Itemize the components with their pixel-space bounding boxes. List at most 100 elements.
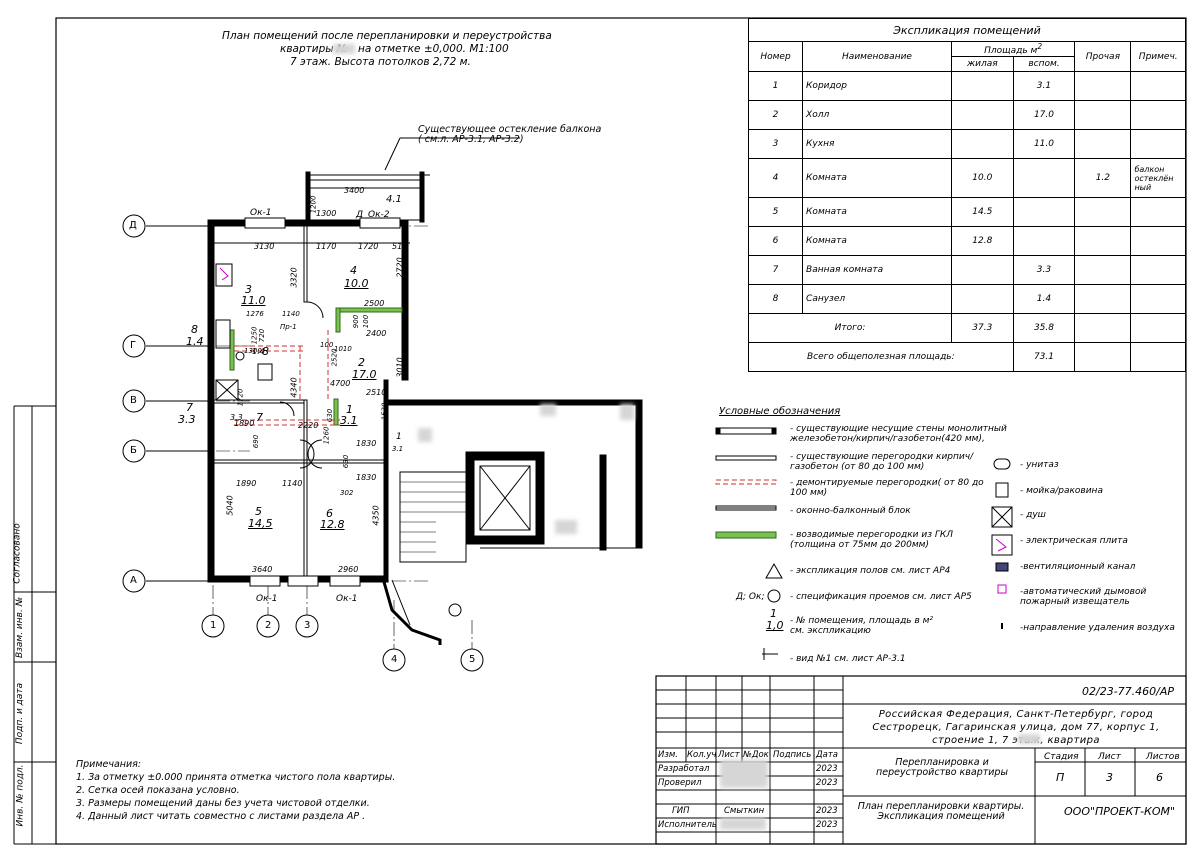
dim-1300b: 1300 bbox=[244, 347, 262, 355]
tb-sheets: 6 bbox=[1156, 771, 1163, 784]
tb-stage: П bbox=[1056, 771, 1065, 784]
row-number: 2 bbox=[747, 100, 804, 130]
row-living: 10.0 bbox=[950, 158, 1014, 198]
explication-title: Экспликация помещений bbox=[748, 18, 1186, 42]
row-living bbox=[950, 100, 1014, 130]
room-6-num: 6 bbox=[326, 507, 333, 520]
room-7-area: 3.3 bbox=[178, 413, 196, 426]
legend-item-2: - существующие перегородки кирпич/газобе… bbox=[790, 452, 974, 472]
dim-1140b: 1140 bbox=[282, 310, 300, 318]
tb-project: Перепланировка и переустройство квартиры bbox=[876, 757, 1008, 778]
stove-icon bbox=[991, 534, 1013, 556]
dim-2960: 2960 bbox=[338, 565, 359, 574]
dim-ok1-top: Ок-1 bbox=[250, 208, 272, 218]
axis-1 bbox=[201, 614, 225, 638]
room-4-area: 10.0 bbox=[344, 277, 369, 290]
legend-item-9: - вид №1 см. лист АР-3.1 bbox=[790, 654, 906, 664]
total-aux: 35.8 bbox=[1012, 313, 1076, 343]
dim-1890b: 1890 bbox=[236, 479, 257, 488]
dim-ok1-bottom-b: Ок-1 bbox=[336, 594, 358, 604]
dim-1300: 1300 bbox=[316, 209, 337, 218]
dim-3400: 3400 bbox=[344, 186, 365, 195]
room-8-num: 8 bbox=[191, 323, 198, 336]
axis-label-b: Б bbox=[130, 445, 137, 456]
tb-drawing: План перепланировки квартиры. Экспликаци… bbox=[857, 801, 1025, 822]
row-number: 4 bbox=[747, 158, 804, 198]
dim-3640: 3640 bbox=[252, 565, 273, 574]
dim-1140: 1140 bbox=[282, 479, 303, 488]
row-name: Комната bbox=[802, 158, 952, 198]
room-7-num: 7 bbox=[186, 401, 193, 414]
legend-item-3: - демонтируемые перегородки( от 80 до 10… bbox=[790, 478, 984, 498]
row-other bbox=[1074, 129, 1132, 159]
room-1-area: 3.1 bbox=[340, 414, 358, 427]
room-8-area: 1.4 bbox=[186, 335, 204, 348]
room-4-num: 4 bbox=[350, 264, 357, 277]
tb-sheets-h: Листов bbox=[1146, 752, 1180, 762]
legend-title: Условные обозначения bbox=[719, 406, 841, 417]
balcony-note-2: ( см.л. АР-3.1, АР-3.2) bbox=[418, 134, 524, 145]
legend-item-7: - спецификация проемов см. лист АР5 bbox=[790, 592, 972, 602]
tb-role-isp: Исполнитель bbox=[658, 820, 717, 830]
row-other bbox=[1074, 100, 1132, 130]
legend-symbols bbox=[715, 427, 783, 660]
dim-510: 510 bbox=[392, 242, 408, 251]
dim-1720: 1720 bbox=[358, 242, 379, 251]
tb-role-2: Проверил bbox=[658, 778, 702, 788]
row-number: 6 bbox=[747, 226, 804, 256]
legend-room-num: 1 bbox=[770, 607, 777, 620]
legend-right-symbols bbox=[991, 458, 1013, 629]
row-living bbox=[950, 71, 1014, 101]
tb-sheet-h: Лист bbox=[1098, 752, 1121, 762]
legend-right-7: -направление удаления воздуха bbox=[1020, 623, 1175, 633]
notes-title: Примечания: bbox=[76, 759, 142, 770]
dim-2400: 2400 bbox=[366, 329, 387, 338]
axis-label-4: 4 bbox=[391, 654, 398, 665]
row-note bbox=[1130, 100, 1186, 130]
row-living: 14.5 bbox=[950, 197, 1014, 227]
dim-2220: 2220 bbox=[298, 421, 319, 430]
room-7b-num: 7 bbox=[256, 411, 263, 424]
tb-code: 02/23-77.460/АР bbox=[1082, 685, 1175, 698]
axis-label-3: 3 bbox=[304, 620, 311, 631]
legend-right-3: - душ bbox=[1020, 510, 1046, 520]
row-number: 8 bbox=[747, 284, 804, 314]
tb-hdr-podpis: Подпись bbox=[773, 750, 812, 760]
row-living bbox=[950, 284, 1014, 314]
room-1b-area: 3.1 bbox=[392, 445, 404, 453]
tb-date-1: 2023 bbox=[816, 764, 838, 774]
legend-item-6: - экспликация полов см. лист АР4 bbox=[790, 566, 951, 576]
room-8b-num: 8 bbox=[262, 345, 269, 358]
dim-1276: 1276 bbox=[246, 310, 264, 318]
row-name: Комната bbox=[802, 197, 952, 227]
dim-pr1: Пр-1 bbox=[280, 323, 297, 331]
row-other bbox=[1074, 284, 1132, 314]
row-living: 12.8 bbox=[950, 226, 1014, 256]
note-2: 2. Сетка осей показана условно. bbox=[76, 785, 240, 796]
axis-3 bbox=[295, 614, 319, 638]
shower-icon bbox=[991, 506, 1013, 528]
toilet-icon bbox=[993, 458, 1011, 470]
dim-ok1-bottom-a: Ок-1 bbox=[256, 594, 278, 604]
note-1: 1. За отметку ±0.000 принята отметка чис… bbox=[76, 772, 396, 783]
legend-right-6: -автоматический дымовой пожарный извещат… bbox=[1020, 587, 1147, 607]
axis-B bbox=[122, 439, 146, 463]
tb-date-gip: 2023 bbox=[816, 806, 838, 816]
tb-date-2: 2023 bbox=[816, 778, 838, 788]
dim-1890a: 1890 bbox=[234, 419, 255, 428]
row-other: 1.2 bbox=[1074, 158, 1132, 198]
dim-ok2: Ок-2 bbox=[368, 210, 390, 220]
room-2-num: 2 bbox=[358, 356, 365, 369]
row-note bbox=[1130, 129, 1186, 159]
row-aux bbox=[1012, 158, 1076, 198]
dim-100a: 100 bbox=[320, 341, 334, 349]
room-7b-area: 3.3 bbox=[230, 413, 243, 422]
grand-value: 73.1 bbox=[1012, 342, 1076, 372]
axis-label-5: 5 bbox=[469, 654, 476, 665]
dim-3130: 3130 bbox=[254, 242, 275, 251]
axis-label-v: В bbox=[130, 395, 137, 406]
